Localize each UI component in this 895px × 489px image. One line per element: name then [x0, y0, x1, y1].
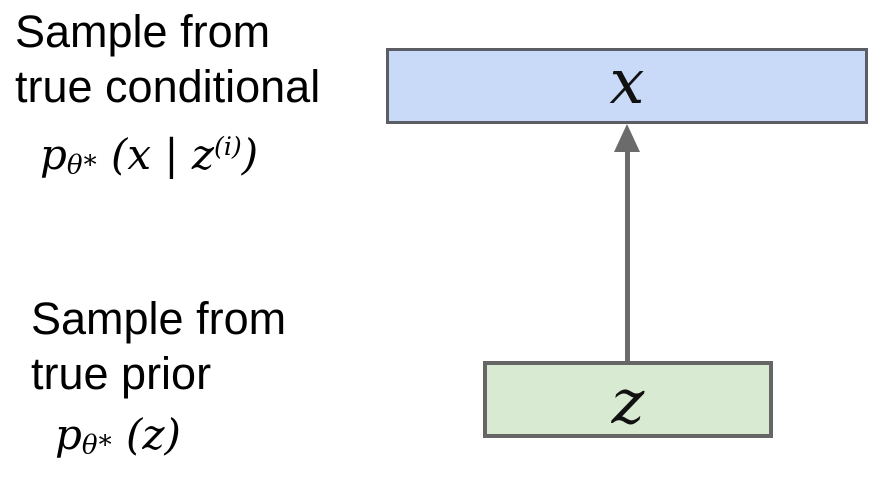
node-x-box: x — [386, 48, 868, 124]
formula-conditional-body: (x | z — [97, 130, 214, 179]
formula-prior-body: (z) — [112, 410, 181, 459]
formula-conditional-close: ) — [241, 130, 259, 179]
annotation-prior-line2: true prior — [31, 348, 212, 399]
formula-conditional-base: p — [40, 130, 67, 179]
formula-prior-base: p — [55, 410, 82, 459]
annotation-conditional-line2: true conditional — [15, 61, 321, 112]
annotation-prior-line1: Sample from — [31, 293, 287, 344]
annotation-prior: Sample from true prior — [31, 291, 286, 401]
formula-conditional-subscript: θ* — [66, 150, 98, 181]
arrow-head-icon — [614, 124, 640, 152]
annotation-conditional-line1: Sample from — [15, 6, 271, 57]
node-z-label: z — [611, 364, 645, 438]
formula-conditional: pθ* (x | z(i)) — [40, 130, 258, 181]
formula-prior: pθ* (z) — [55, 410, 181, 461]
node-z-box: z — [483, 361, 773, 438]
annotation-conditional: Sample from true conditional — [15, 4, 320, 114]
formula-prior-subscript: θ* — [81, 430, 113, 461]
node-x-label: x — [609, 45, 645, 118]
arrow-shaft — [625, 148, 630, 362]
formula-conditional-superscript: (i) — [214, 132, 242, 162]
